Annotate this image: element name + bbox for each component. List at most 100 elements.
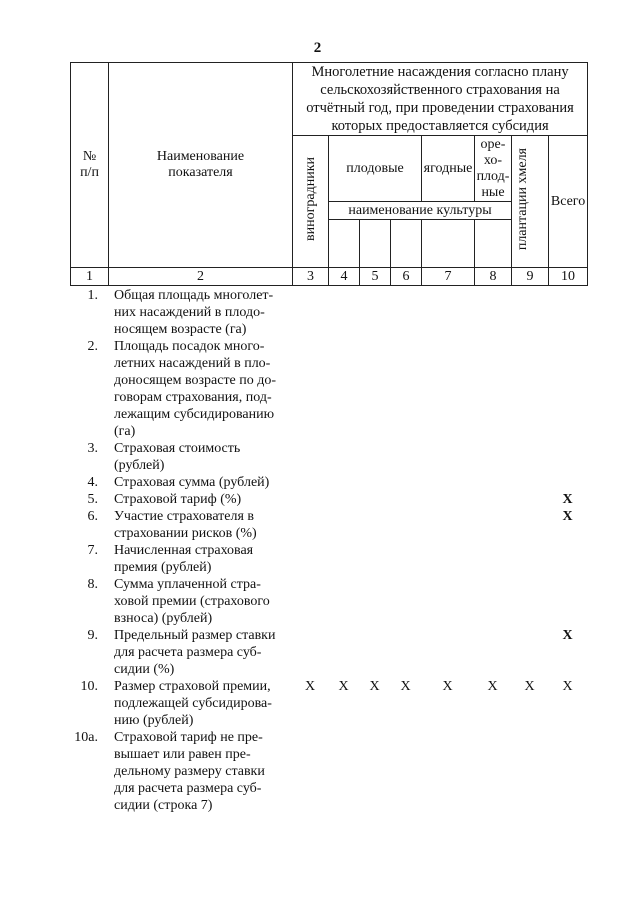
table-row: 7.Начисленная страховая премия (рублей) <box>70 542 587 576</box>
cell-mark: X <box>369 679 380 694</box>
cell-mark <box>548 440 587 474</box>
col-name-header: Наименование показателя <box>108 62 293 268</box>
column-number: 9 <box>511 267 549 286</box>
cell-mark <box>390 287 421 338</box>
cell-mark <box>328 474 359 491</box>
cell-mark <box>421 287 474 338</box>
cell-mark: X <box>487 679 498 694</box>
cell-mark <box>421 576 474 627</box>
cell-mark <box>359 440 390 474</box>
cell-mark <box>328 338 359 440</box>
cell-mark <box>474 627 511 678</box>
cell-mark <box>359 474 390 491</box>
cell-mark <box>328 576 359 627</box>
table-row: 9.Предельный размер ставки для расчета р… <box>70 627 587 678</box>
cell-mark <box>390 440 421 474</box>
hops-header: плантации хмеля <box>511 135 549 268</box>
cell-mark <box>359 508 390 542</box>
cell-mark <box>359 576 390 627</box>
cell-mark <box>511 491 548 508</box>
cell-mark <box>328 627 359 678</box>
row-name: Размер страховой премии, подлежащей субс… <box>114 679 272 728</box>
cell-mark: X <box>562 509 573 524</box>
cell-mark <box>421 627 474 678</box>
cell-mark <box>511 440 548 474</box>
nut-header: оре- хо- плод- ные <box>474 135 512 202</box>
cell-mark: X <box>400 679 411 694</box>
cell-mark <box>548 474 587 491</box>
row-name: Страховая стоимость (рублей) <box>114 441 241 473</box>
table-row: 8. Сумма уплаченной стра- ховой премии (с… <box>70 576 587 627</box>
cell-mark <box>390 576 421 627</box>
cell-mark <box>474 508 511 542</box>
cell-mark <box>548 542 587 576</box>
cell-mark <box>390 627 421 678</box>
column-number: 2 <box>108 267 293 286</box>
cell-mark <box>511 338 548 440</box>
cell-mark <box>390 542 421 576</box>
cell-mark <box>421 440 474 474</box>
crop-cell <box>474 219 512 268</box>
cell-mark <box>474 491 511 508</box>
row-name: Сумма уплаченной стра- ховой премии (стр… <box>114 577 270 626</box>
cell-mark: X <box>562 628 573 643</box>
row-number: 7. <box>87 543 99 558</box>
cell-mark <box>390 491 421 508</box>
crop-name-header: наименование культуры <box>328 201 512 220</box>
vineyards-header: виноградники <box>292 135 329 268</box>
cell-mark <box>292 576 328 627</box>
cell-mark <box>511 542 548 576</box>
cell-mark <box>390 338 421 440</box>
cell-mark: X <box>304 679 316 694</box>
column-number: 4 <box>328 267 360 286</box>
table-header: № п/п Наименование показателя Многолетни… <box>70 62 589 286</box>
table-row: 6.Участие страхователя в страховании рис… <box>70 508 587 542</box>
cell-mark <box>328 542 359 576</box>
cell-mark <box>511 287 548 338</box>
cell-mark <box>292 474 328 491</box>
cell-mark <box>328 508 359 542</box>
cell-mark <box>359 729 390 814</box>
row-number: 1. <box>87 288 99 303</box>
cell-mark <box>328 491 359 508</box>
crop-cell <box>390 219 422 268</box>
table-row: 2.Площадь посадок много- летних насажден… <box>70 338 587 440</box>
cell-mark <box>359 627 390 678</box>
column-number: 6 <box>390 267 422 286</box>
table-row: 10а.Страховой тариф не пре- вышает или р… <box>70 729 587 814</box>
cell-mark <box>474 729 511 814</box>
cell-mark <box>421 338 474 440</box>
group-header: Многолетние насаждения согласно плану се… <box>291 62 589 136</box>
cell-mark <box>390 729 421 814</box>
cell-mark <box>292 508 328 542</box>
crop-cell <box>421 219 475 268</box>
cell-mark <box>292 491 328 508</box>
cell-mark: X <box>338 679 349 694</box>
cell-mark <box>421 474 474 491</box>
cell-mark <box>474 474 511 491</box>
cell-mark <box>548 576 587 627</box>
cell-mark <box>474 338 511 440</box>
cell-mark <box>292 287 328 338</box>
table-row: 1.Общая площадь многолет- них насаждений… <box>70 287 587 338</box>
cell-mark <box>474 542 511 576</box>
table-row: 4.Страховая сумма (рублей) <box>70 474 587 491</box>
cell-mark <box>474 576 511 627</box>
page-number: 2 <box>313 40 322 56</box>
row-number: 5. <box>87 492 99 507</box>
cell-mark: X <box>562 679 573 694</box>
cell-mark <box>511 508 548 542</box>
column-number: 5 <box>359 267 391 286</box>
row-number: 2. <box>87 339 99 354</box>
cell-mark <box>328 729 359 814</box>
cell-mark <box>390 508 421 542</box>
cell-mark: X <box>442 679 453 694</box>
table-body: 1.Общая площадь многолет- них насаждений… <box>70 287 587 814</box>
cell-mark: X <box>562 492 573 507</box>
cell-mark <box>474 440 511 474</box>
cell-mark <box>548 287 587 338</box>
cell-mark <box>359 491 390 508</box>
column-number: 3 <box>292 267 329 286</box>
row-number: 6. <box>87 509 99 524</box>
row-number: 8. <box>87 577 99 592</box>
